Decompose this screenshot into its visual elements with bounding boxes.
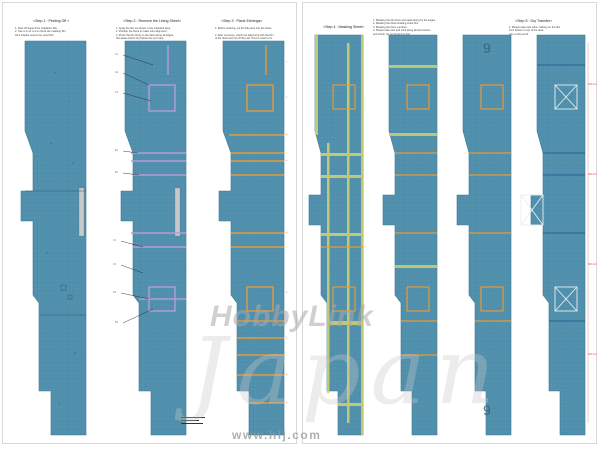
right-page-deck-diagrams: 9 9 [308,34,589,436]
step-3-line-3: 2. After removing, check the alignment w… [215,33,274,37]
step-3-line-1: 1. Before working, put the PE parts into… [215,27,273,30]
svg-text:3: 3 [286,134,288,136]
svg-text:4: 4 [286,160,288,162]
instruction-page-left: <Step 1 : Peeling Off > 1. Peel off Supe… [2,2,297,444]
scale-label-2: 200 mm [588,173,597,176]
step-1-title: <Step 1 : Peeling Off > [33,19,70,23]
deck-step-1 [20,40,87,436]
svg-text:C1: C1 [113,239,117,242]
step-5-title: <Step 5 : Dry Transfer> [515,19,553,23]
step-5-line-3: Use a soft pencil. [509,32,529,36]
svg-text:A3: A3 [115,91,119,94]
svg-text:D2: D2 [115,321,119,324]
watermark-script-logo: Japan [190,318,505,425]
svg-text:8: 8 [286,374,288,376]
step-5-line-1: 1. Please take care when rubbing on the … [509,26,561,29]
step-2-line-2: 2. Position the Deck to make sure alignm… [116,30,168,34]
instruction-page-right: <Step 4 : Masking Sheet> 1. Masking the … [302,2,597,444]
deck-step-4c: 9 9 [456,34,512,436]
step-4-title: <Step 4 : Masking Sheet> [323,25,365,29]
scale-label-3: 300 mm [588,263,597,266]
svg-text:7: 7 [286,337,288,339]
step-1-line-2: 2. Use a 4 cut in a to check the masking… [15,30,67,34]
scale-label-4: 400 mm [588,353,597,356]
svg-text:2: 2 [286,97,288,99]
step-1-line-1: 1. Peel off Super-Fine Gradation film. [15,27,58,30]
step-2-title: <Step 2 : Remove the Lining Sheet> [123,19,181,23]
svg-text:1: 1 [286,62,288,64]
step-2-line-1: 1. Apply the film as shown in the indica… [116,27,171,30]
svg-text:A2: A2 [115,71,119,74]
svg-text:A1: A1 [115,53,119,56]
svg-text:5: 5 [286,232,288,234]
svg-text:9: 9 [483,402,491,418]
step-4b-line-1: 1. Masking the film lines and stack alon… [373,19,436,22]
step-2-line-3: 3. Press the film firmly to the deck alo… [116,33,174,37]
svg-text:9: 9 [483,40,491,56]
step-4b-line-4: 4. Please take care and stick along all … [373,29,431,33]
parts-legend [181,417,205,426]
svg-text:B1: B1 [115,149,119,152]
step-4b-line-5: and check, do not brush too thin. [373,32,411,36]
step-2-line-4: Set aside and let dry before the next st… [116,37,165,41]
svg-text:D1: D1 [113,291,117,294]
svg-text:C2: C2 [113,263,117,266]
step-5-line-2: from bottom to top of the deck. [509,29,545,33]
step-3-line-4: of the deck and cut off the part. Point … [215,37,273,41]
deck-step-5 [520,34,589,436]
deck-step-3: 1 2 3 4 5 6 7 8 9 [218,40,288,436]
step-4b-line-3: 3. Masking the lines numbers. [373,25,408,29]
watermark-url: www.hlj.com [232,428,322,442]
scale-label-1: 100 mm [588,83,597,86]
svg-text:B2: B2 [115,171,119,174]
svg-text:9: 9 [286,402,288,404]
step-3-title: <Step 3 : Plank Etchings> [221,19,263,23]
deck-step-4b [382,34,438,436]
step-4b-line-2: 2. Masking the Deck shading sheet film. [373,22,419,26]
deck-step-4 [308,34,364,436]
step-1-line-3: All 4 shades need to be used first. [15,33,55,37]
svg-text:6: 6 [286,292,288,294]
watermark-brand-logo: HobbyLink [210,300,374,333]
